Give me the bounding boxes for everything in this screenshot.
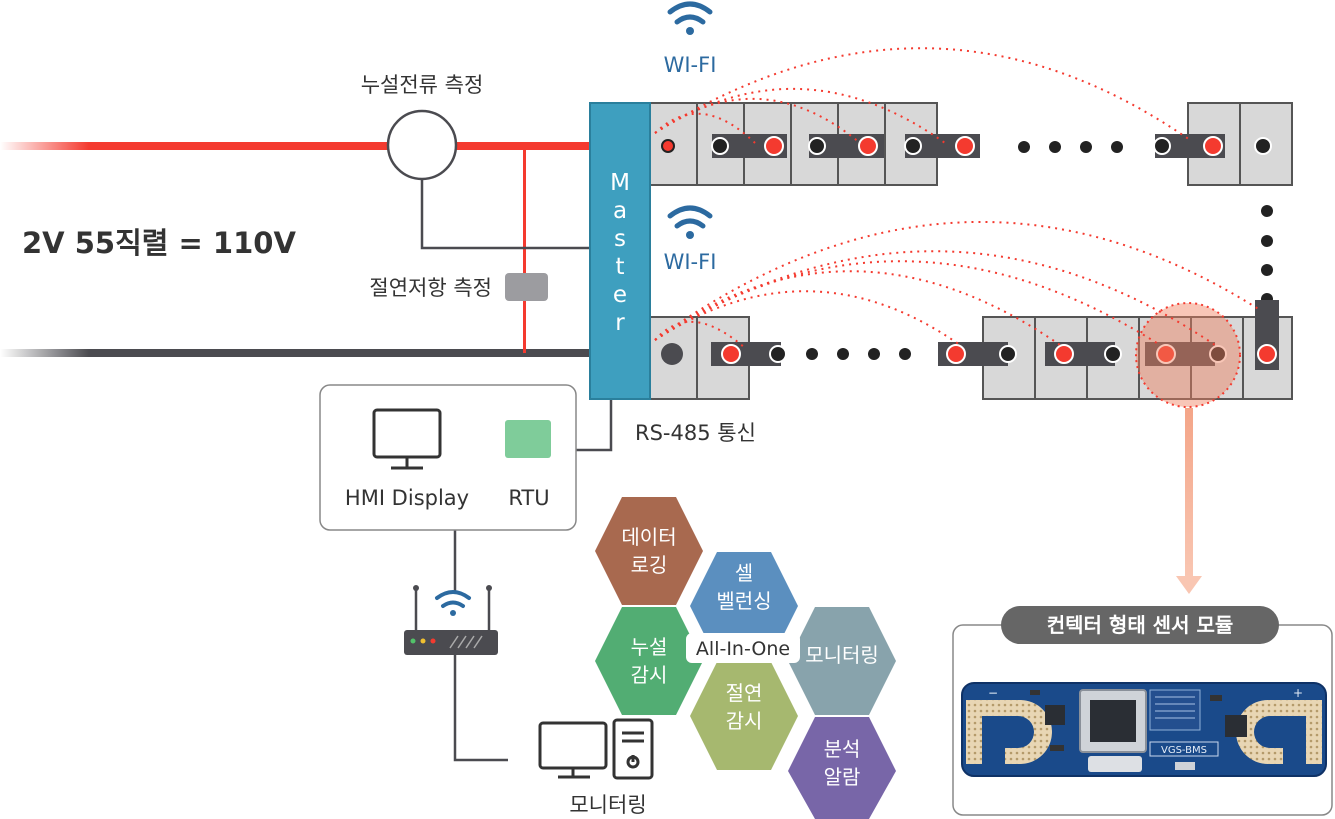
master-letter: s — [614, 226, 626, 252]
hex-label: 감시 — [631, 663, 668, 687]
wifi-label-top: WI-FI — [664, 53, 717, 77]
ellipsis-dot — [868, 348, 880, 360]
ellipsis-dot — [806, 348, 818, 360]
hex-data-logging: 데이터 로깅 — [595, 497, 703, 605]
vertical-ellipsis — [1261, 205, 1273, 305]
ellipsis-dot — [899, 348, 911, 360]
board-label: VGS-BMS — [1161, 745, 1207, 756]
wifi-arc — [654, 47, 1191, 141]
router-icon — [404, 585, 498, 655]
insulation-sensor — [505, 273, 548, 301]
hmi-label: HMI Display — [345, 486, 469, 510]
hex-label: 분석 — [824, 737, 861, 761]
rtu-module — [505, 420, 551, 458]
terminal-negative — [808, 137, 826, 155]
power-lines — [0, 142, 613, 762]
terminal-positive — [1257, 344, 1277, 364]
ellipsis-dot — [1018, 141, 1030, 153]
terminal-negative — [711, 137, 729, 155]
terminal-positive — [1054, 344, 1074, 364]
hex-analysis-alarm: 분석 알람 — [788, 717, 896, 819]
arrow-head — [1176, 576, 1202, 594]
terminal-positive — [946, 344, 966, 364]
sensor-highlight — [1135, 302, 1241, 408]
terminal-negative — [999, 345, 1017, 363]
hex-label: 누설 — [631, 635, 668, 659]
master-label: M a s t e r — [610, 170, 630, 336]
insulation-branch-red — [523, 146, 526, 353]
terminal-positive — [1156, 344, 1176, 364]
wifi-arc — [654, 260, 1161, 346]
all-in-one-badge — [686, 633, 800, 663]
positive-bus-line — [0, 142, 592, 150]
board-minus-label: − — [988, 686, 998, 700]
terminal-negative — [769, 345, 787, 363]
wifi-icon — [667, 205, 713, 239]
voltage-title: 2V 55직렬 = 110V — [22, 226, 296, 260]
wifi-label-bottom: WI-FI — [664, 250, 717, 274]
pc-label: 모니터링 — [569, 793, 646, 817]
rs485-label: RS-485 통신 — [635, 421, 756, 445]
terminal-positive — [764, 136, 784, 156]
leakage-label: 누설전류 측정 — [361, 73, 484, 97]
leakage-branch-line — [420, 178, 592, 250]
hex-label: 감시 — [726, 709, 763, 733]
feature-hexagons: 데이터 로깅 셀 벨런싱 누설 감시 모니터링 절연 감시 분석 알람 All-… — [595, 497, 896, 819]
master-letter: t — [615, 254, 624, 280]
ellipsis-dot — [1261, 235, 1273, 247]
hex-label: 절연 — [726, 681, 763, 705]
ellipsis-dot — [1080, 141, 1092, 153]
terminal-positive — [721, 344, 741, 364]
wifi-arc — [654, 221, 1261, 341]
terminal-positive — [1203, 136, 1223, 156]
sensor-title: 컨텍터 형태 센서 모듈 — [1047, 613, 1234, 637]
all-in-one-label: All-In-One — [696, 638, 790, 660]
hex-label: 로깅 — [631, 553, 668, 577]
wifi-arc — [654, 290, 961, 346]
terminal-negative — [1104, 345, 1122, 363]
master-letter: e — [613, 282, 627, 308]
master-unit — [589, 102, 651, 400]
ellipsis-dot — [1049, 141, 1061, 153]
hex-label: 벨런싱 — [716, 589, 771, 613]
hex-leak-monitor: 누설 감시 — [595, 607, 703, 715]
sensor-board-image: VGS-BMS − + — [961, 682, 1327, 777]
wifi-icon — [667, 1, 713, 35]
negative-bus-line — [0, 349, 592, 357]
terminal-negative — [1254, 137, 1272, 155]
wireless-links — [654, 47, 1261, 349]
rs485-line — [576, 395, 613, 452]
hex-insulation-monitor: 절연 감시 — [690, 662, 798, 770]
board-plus-label: + — [1293, 686, 1303, 700]
terminal-negative — [1209, 345, 1227, 363]
terminal-positive — [955, 136, 975, 156]
terminal-negative — [904, 137, 922, 155]
hex-label: 모니터링 — [805, 643, 879, 667]
rtu-label: RTU — [508, 486, 549, 510]
insulation-label: 절연저항 측정 — [369, 276, 492, 300]
ellipsis-dot — [1261, 205, 1273, 217]
master-letter: r — [615, 310, 625, 336]
monitor-icon — [372, 408, 442, 470]
router-pc-line — [453, 655, 508, 762]
hex-monitoring: 모니터링 — [788, 607, 896, 715]
hex-label: 셀 — [735, 561, 753, 585]
master-letter: a — [613, 198, 627, 224]
hex-label: 데이터 — [621, 525, 676, 549]
sensor-title-pill — [1001, 606, 1279, 644]
leakage-sensor-ring — [386, 109, 458, 181]
terminal-positive — [858, 136, 878, 156]
master-letter: M — [610, 170, 630, 196]
terminal-negative-main — [661, 343, 683, 365]
top-battery-row — [649, 102, 1293, 186]
hex-label: 알람 — [824, 765, 861, 789]
ellipsis-dot — [1111, 141, 1123, 153]
ellipsis-dot — [837, 348, 849, 360]
terminal-negative — [1153, 137, 1171, 155]
ellipsis-dot — [1261, 264, 1273, 276]
terminal-positive — [661, 139, 675, 153]
arrow-shaft — [1185, 408, 1193, 578]
pc-icon — [538, 718, 654, 780]
